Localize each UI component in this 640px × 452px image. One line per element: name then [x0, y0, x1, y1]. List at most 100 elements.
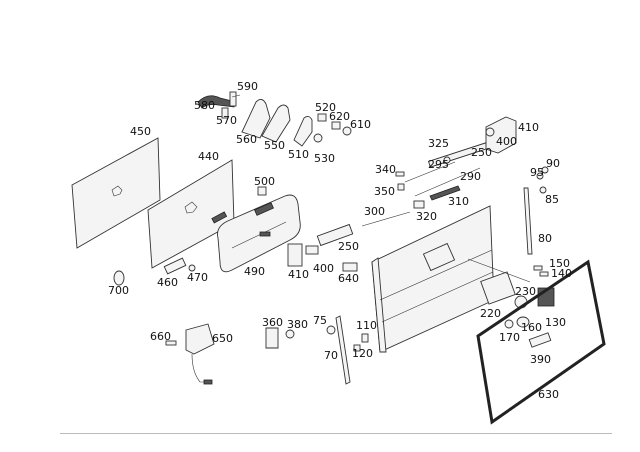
door-frame	[371, 205, 495, 353]
part-460	[163, 257, 187, 275]
washer-170	[504, 319, 514, 329]
bracket-410	[485, 116, 517, 154]
callout-label: 300	[364, 205, 385, 218]
part-640	[342, 262, 358, 272]
callout-label: 250	[338, 240, 359, 253]
callout-label: 640	[338, 272, 359, 285]
bracket-360	[265, 327, 279, 349]
panel-450	[71, 137, 161, 249]
callout-label: 390	[530, 353, 551, 366]
callout-label: 325	[428, 137, 449, 150]
callout-label: 550	[264, 139, 285, 152]
ring-160	[516, 316, 530, 328]
callout-label: 90	[546, 157, 560, 170]
motor-wire	[191, 353, 206, 383]
callout-label: 700	[108, 284, 129, 297]
inner-door-490	[217, 194, 301, 273]
callout-label: 490	[244, 265, 265, 278]
callout-label: 410	[518, 121, 539, 134]
callout-label: 410	[288, 268, 309, 281]
part-500	[257, 186, 267, 196]
rod-295	[404, 161, 456, 183]
callout-label: 650	[212, 332, 233, 345]
callout-label: 250	[471, 146, 492, 159]
part-150	[533, 265, 543, 271]
callout-label: 290	[460, 170, 481, 183]
part-340	[395, 171, 405, 177]
callout-label: 360	[262, 316, 283, 329]
part-570	[221, 107, 229, 119]
part-85	[539, 186, 547, 194]
callout-label: 400	[313, 262, 334, 275]
callout-label: 95	[530, 166, 544, 179]
callout-label: 320	[416, 210, 437, 223]
callout-label: 70	[324, 349, 338, 362]
callout-label: 170	[499, 331, 520, 344]
callout-labels: 450 440 580 590 570 560 550 510 530 520 …	[108, 80, 572, 401]
callout-label: 570	[216, 114, 237, 127]
callout-label: 110	[356, 319, 377, 332]
part-110	[361, 333, 369, 343]
callout-label: 470	[187, 271, 208, 284]
callout-label: 580	[194, 99, 215, 112]
hinge-plate-560	[241, 99, 271, 139]
bracket-410b	[287, 243, 303, 267]
callout-label: 510	[288, 148, 309, 161]
bar-80	[523, 187, 533, 255]
part-140	[539, 271, 549, 277]
callout-label: 350	[374, 185, 395, 198]
bar-70	[335, 315, 351, 385]
hinge-arm-580	[197, 95, 237, 109]
callout-label: 630	[538, 388, 559, 401]
ring-700	[113, 270, 125, 286]
callout-label: 80	[538, 232, 552, 245]
callout-label: 440	[198, 150, 219, 163]
spring-310	[429, 185, 461, 201]
rod-290	[414, 167, 481, 197]
callout-label: 530	[314, 152, 335, 165]
callout-label: 520	[315, 101, 336, 114]
callout-label: 130	[545, 316, 566, 329]
part-390	[528, 332, 552, 348]
gasket-630	[476, 259, 606, 425]
callout-label: 620	[329, 110, 350, 123]
callout-label: 120	[352, 347, 373, 360]
part-400	[485, 127, 495, 137]
callout-label: 140	[551, 267, 572, 280]
callout-label: 450	[130, 125, 151, 138]
bottom-rule	[60, 433, 612, 434]
screw-325	[443, 156, 451, 164]
part-75	[326, 325, 336, 335]
callout-label: 400	[496, 135, 517, 148]
callout-label: 610	[350, 118, 371, 131]
hinge-plate-550	[261, 104, 291, 143]
leader-lines	[231, 94, 531, 283]
plate-230	[480, 271, 516, 305]
callout-label: 340	[375, 163, 396, 176]
callout-label: 660	[150, 330, 171, 343]
callout-label: 310	[448, 195, 469, 208]
callout-label: 75	[313, 314, 327, 327]
door-window	[422, 242, 456, 272]
callout-label: 160	[521, 321, 542, 334]
motor-650	[185, 323, 215, 355]
part-400b	[305, 245, 319, 255]
clip-320	[413, 200, 425, 209]
callout-label: 150	[549, 257, 570, 270]
part-95	[536, 172, 544, 180]
callout-label: 380	[287, 318, 308, 331]
part-530	[313, 133, 323, 143]
bolt-610	[342, 126, 352, 136]
part-90	[541, 166, 549, 174]
part-620	[331, 121, 341, 130]
callout-label: 230	[515, 285, 536, 298]
callout-label: 295	[428, 158, 449, 171]
part-380	[285, 329, 295, 339]
callout-label: 85	[545, 193, 559, 206]
part-350	[397, 183, 405, 191]
part-120	[353, 344, 361, 352]
rail-250	[316, 223, 354, 247]
hinge-plate-510	[293, 115, 313, 147]
callout-label: 560	[236, 133, 257, 146]
